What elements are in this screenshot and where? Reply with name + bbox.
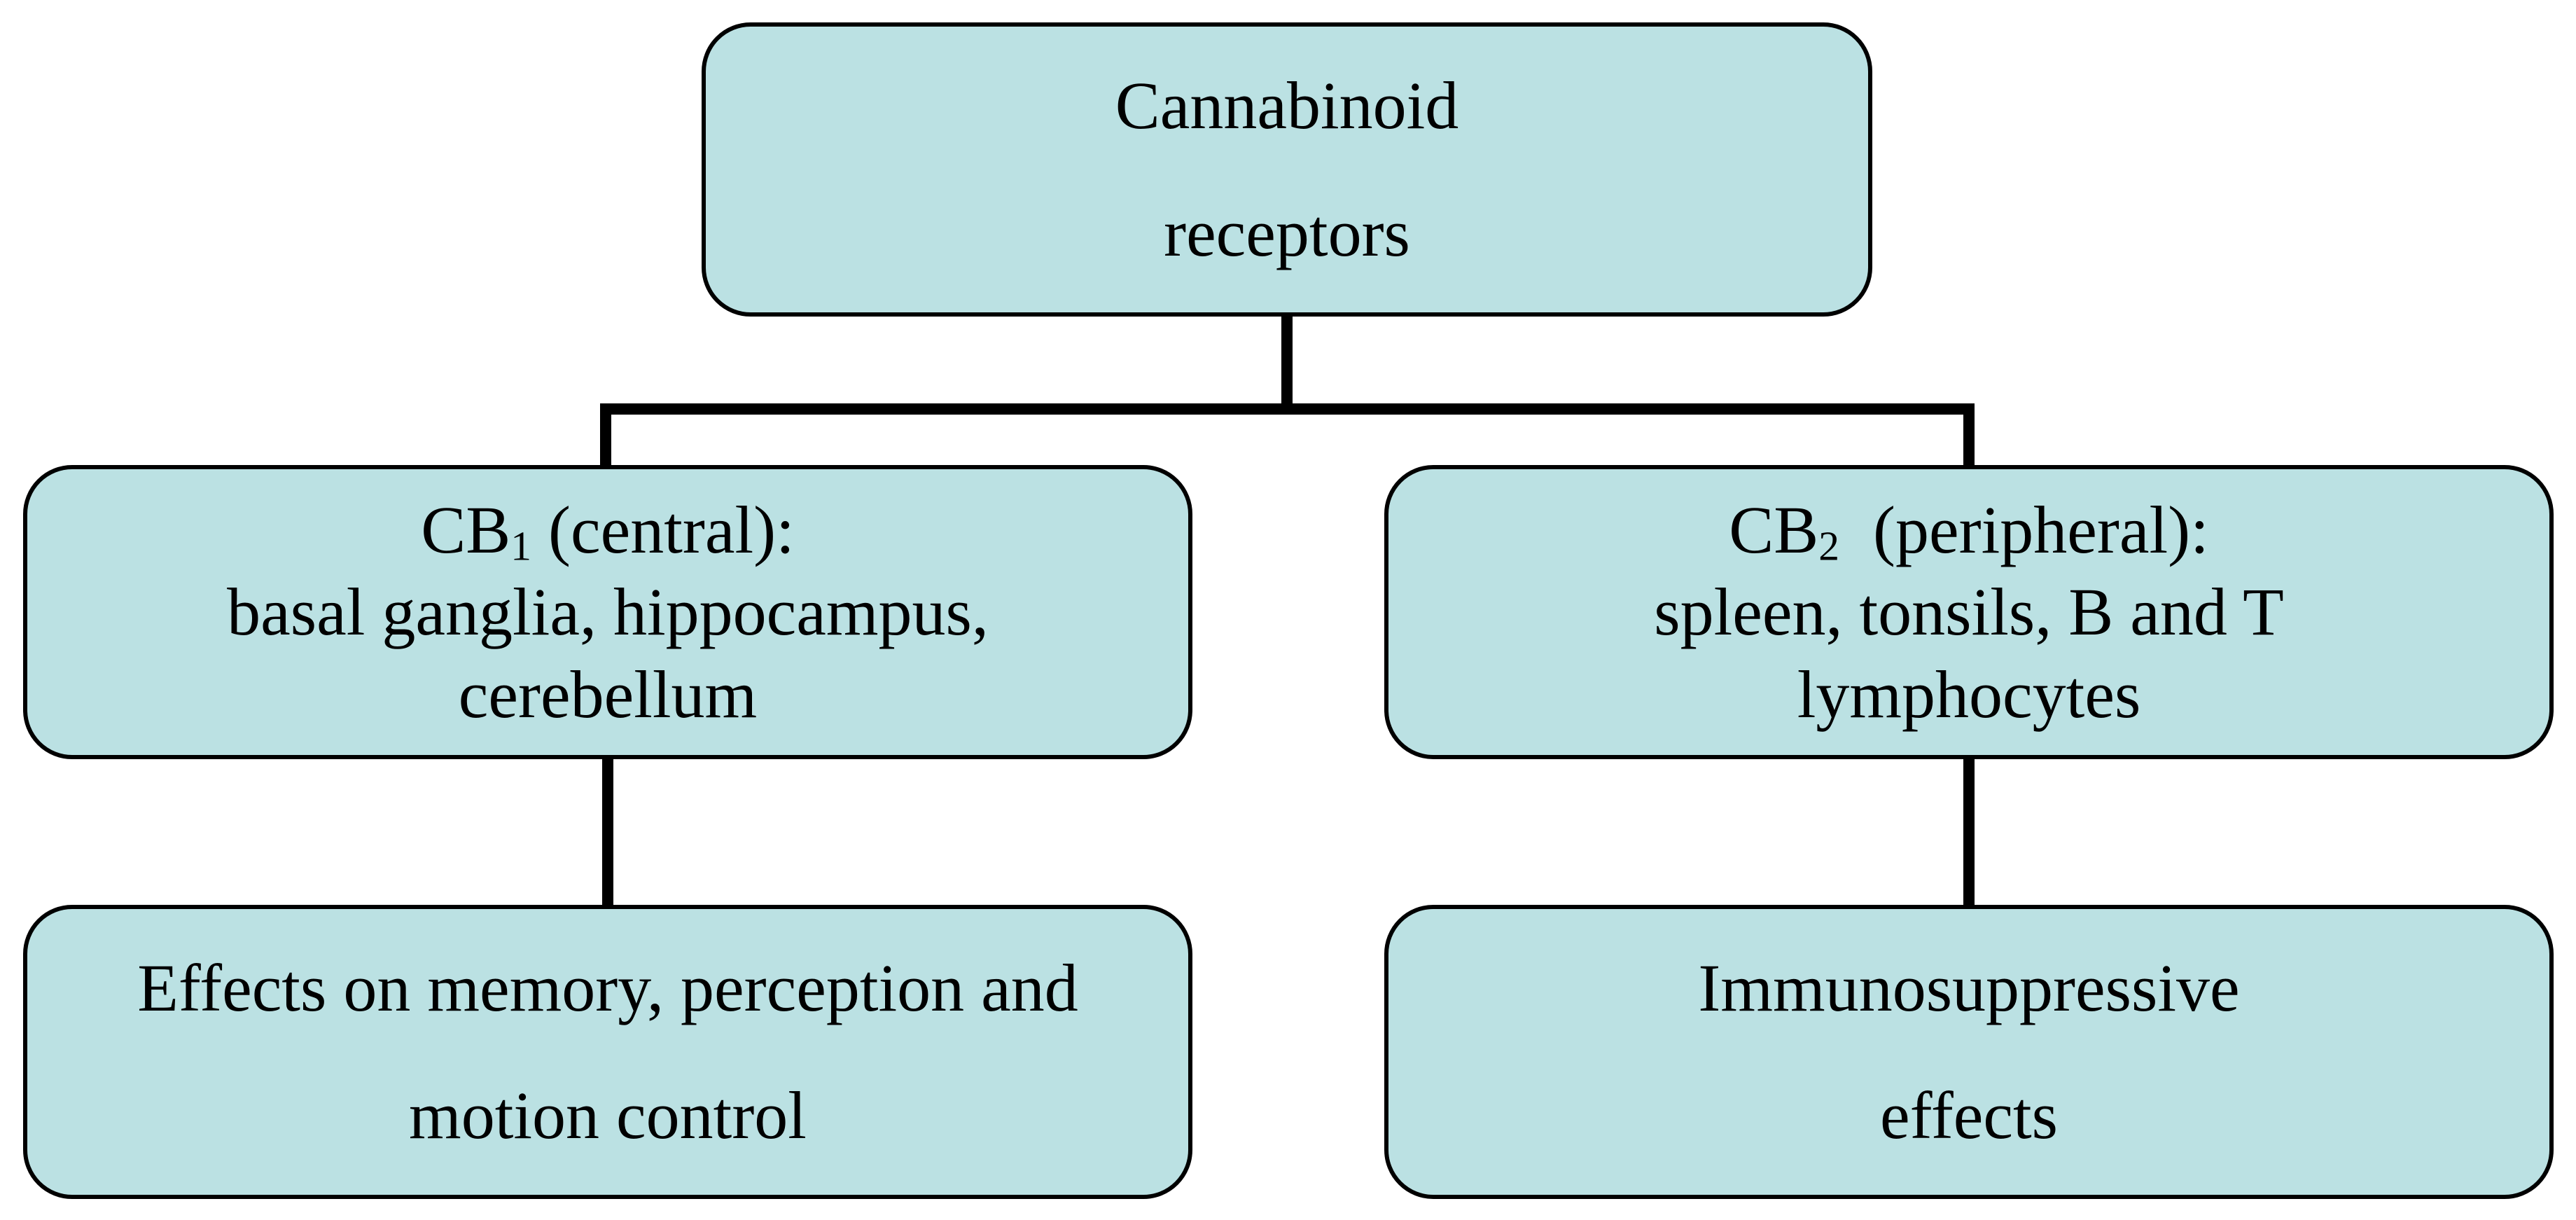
cb2-heading: CB2 (peripheral):	[1729, 489, 2209, 571]
cb2-suffix: (peripheral):	[1839, 492, 2209, 568]
cb2-prefix: CB	[1729, 492, 1819, 568]
effect2-line1: Immunosuppressive	[1698, 950, 2240, 1025]
cb1-locations-line: basal ganglia, hippocampus,	[227, 574, 989, 650]
cb1-effects-node: Effects on memory, perception and motion…	[23, 905, 1192, 1199]
cb1-subscript: 1	[510, 523, 532, 570]
cb1-locations-line2: cerebellum	[458, 656, 758, 732]
cb2-node: CB2 (peripheral): spleen, tonsils, B and…	[1384, 465, 2554, 759]
cb1-node: CB1 (central): basal ganglia, hippocampu…	[23, 465, 1192, 759]
cb1-prefix: CB	[421, 492, 511, 568]
effect1-line2: motion control	[409, 1078, 807, 1153]
effect1-line1: Effects on memory, perception and	[137, 950, 1078, 1025]
cb2-locations-line2: lymphocytes	[1797, 656, 2141, 732]
cb2-subscript: 2	[1818, 523, 1840, 570]
cb2-effects-node: Immunosuppressive effects	[1384, 905, 2554, 1199]
cb2-locations-line: spleen, tonsils, B and T	[1654, 574, 2284, 650]
cb1-suffix: (central):	[531, 492, 795, 568]
root-node-cannabinoid-receptors: Cannabinoid receptors	[702, 22, 1872, 317]
root-label-line1: Cannabinoid	[1115, 67, 1459, 143]
cb1-heading: CB1 (central):	[421, 489, 795, 571]
effect2-line2: effects	[1879, 1078, 2059, 1153]
root-label-line2: receptors	[1164, 195, 1410, 270]
